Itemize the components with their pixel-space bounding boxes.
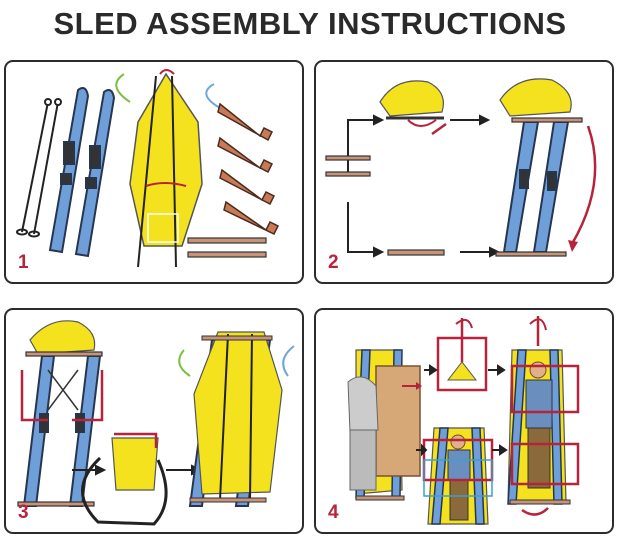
- skis: [48, 87, 116, 258]
- tarp: [115, 69, 221, 268]
- tarp-bundle-2: [499, 78, 572, 117]
- assembled-sled: [178, 331, 295, 507]
- person-in-sled-right: [507, 316, 580, 516]
- tent-poles: [17, 351, 103, 507]
- step-3-panel: 3: [4, 308, 304, 534]
- straps: [217, 102, 280, 235]
- tarp-roll: [81, 432, 168, 526]
- bindings: [20, 369, 104, 422]
- arrows: [416, 364, 508, 457]
- harness-detail: [436, 318, 488, 392]
- tarp-bundle: [379, 80, 447, 136]
- skis-frame: [22, 355, 102, 507]
- step-1-illustration: [16, 69, 280, 268]
- step-number: 3: [18, 502, 29, 523]
- sled-with-board: [347, 349, 422, 501]
- step-1-panel: 1: [4, 60, 304, 284]
- page-title: SLED ASSEMBLY INSTRUCTIONS: [53, 6, 567, 41]
- arrows: [347, 114, 501, 258]
- step-3-illustration: [17, 320, 295, 526]
- tarp-bundle: [29, 320, 96, 355]
- step-number: 1: [18, 252, 29, 273]
- step-number: 4: [328, 502, 339, 523]
- attach-arrow: [570, 125, 597, 245]
- step-4-panel: 4: [314, 308, 614, 534]
- person-in-sled: [422, 427, 494, 525]
- step-2-panel: 2: [314, 60, 614, 284]
- ski-poles: [16, 98, 62, 238]
- skis-with-poles: [502, 121, 570, 253]
- step-2-illustration: [325, 78, 597, 258]
- cross-poles: [495, 117, 583, 257]
- step-number: 2: [328, 252, 339, 273]
- tent-poles: [325, 155, 445, 256]
- tent-poles: [187, 237, 267, 258]
- step-4-illustration: [347, 316, 580, 525]
